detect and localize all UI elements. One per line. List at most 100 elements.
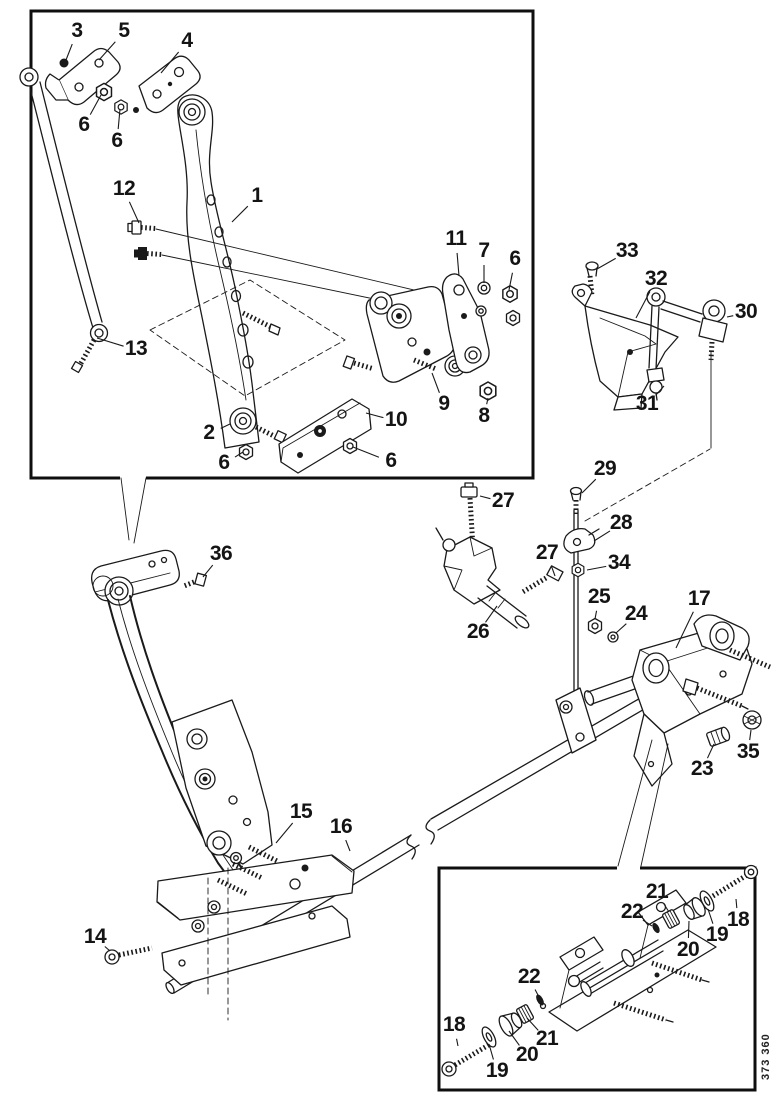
callout-20: 20 xyxy=(676,938,700,961)
callout-20: 20 xyxy=(515,1043,539,1066)
leader-line xyxy=(365,412,384,419)
callout-19: 19 xyxy=(485,1059,509,1082)
callout-10: 10 xyxy=(384,408,408,431)
callout-6: 6 xyxy=(385,449,397,472)
leader-line xyxy=(65,43,73,61)
leader-lines xyxy=(65,41,752,1060)
callout-21: 21 xyxy=(535,1027,559,1050)
leader-line xyxy=(345,839,351,852)
callout-9: 9 xyxy=(438,392,450,415)
leader-line xyxy=(89,94,102,115)
inset-lower-art xyxy=(441,864,759,1077)
leader-line xyxy=(117,108,121,130)
leader-line xyxy=(707,908,714,924)
bracket-11 xyxy=(441,273,490,374)
callout-3: 3 xyxy=(71,19,83,42)
leader-line xyxy=(508,1030,520,1046)
leader-line xyxy=(486,397,489,405)
callout-24: 24 xyxy=(624,602,648,625)
nuts-6-top xyxy=(95,82,128,115)
leader-line xyxy=(655,385,665,396)
callout-6: 6 xyxy=(218,451,230,474)
callout-14: 14 xyxy=(83,925,107,948)
upper-link-arm-1 xyxy=(177,94,281,449)
leader-line xyxy=(96,337,124,347)
clamp-26-assembly xyxy=(435,482,564,629)
callout-18: 18 xyxy=(726,908,750,931)
callout-27: 27 xyxy=(535,541,559,564)
frame-outline-dashed xyxy=(149,279,346,397)
bolt-18-right xyxy=(711,864,759,899)
leader-line xyxy=(593,530,611,542)
leader-line xyxy=(642,919,653,927)
callout-5: 5 xyxy=(118,19,130,42)
callout-33: 33 xyxy=(615,239,639,262)
leader-line xyxy=(352,446,380,458)
callout-27: 27 xyxy=(491,489,515,512)
callout-22: 22 xyxy=(517,965,541,988)
bracket-10 xyxy=(238,398,372,474)
washer-bushings-right xyxy=(652,890,715,934)
leader-line xyxy=(128,201,140,224)
washers-nuts-7-6-8 xyxy=(475,281,521,401)
drawing-number: 373 360 xyxy=(760,1033,772,1080)
lift-rod-13 xyxy=(19,67,109,374)
callout-8: 8 xyxy=(478,404,490,427)
leader-line xyxy=(663,903,670,913)
bracket-9 xyxy=(342,286,466,383)
leader-line xyxy=(234,451,244,458)
leader-line xyxy=(726,315,734,318)
leader-line xyxy=(581,478,597,494)
bottom-bracket-assembly xyxy=(104,844,355,1021)
bracket-4 xyxy=(133,55,201,114)
stabilizer-link-30-33 xyxy=(571,261,728,411)
callout-1: 1 xyxy=(251,184,263,207)
lift-arm-assembly xyxy=(90,549,273,906)
leader-line xyxy=(706,743,715,759)
leader-line xyxy=(550,566,556,577)
callout-22: 22 xyxy=(620,900,644,923)
callout-12: 12 xyxy=(112,177,136,200)
leader-line xyxy=(526,1017,539,1031)
leader-line xyxy=(675,611,694,649)
leader-line xyxy=(485,605,498,623)
callout-15: 15 xyxy=(289,800,313,823)
callout-18: 18 xyxy=(442,1013,466,1036)
leader-line xyxy=(534,989,540,998)
callout-2: 2 xyxy=(203,421,215,444)
callout-25: 25 xyxy=(587,585,611,608)
leader-line xyxy=(456,1038,459,1047)
callout-32: 32 xyxy=(644,267,668,290)
callout-36: 36 xyxy=(209,542,233,565)
leader-line xyxy=(749,729,752,741)
callout-23: 23 xyxy=(690,757,714,780)
leader-line xyxy=(98,41,116,61)
leader-line xyxy=(488,1043,494,1060)
callout-6: 6 xyxy=(111,129,123,152)
leader-line xyxy=(596,257,616,270)
callout-19: 19 xyxy=(705,923,729,946)
leader-line xyxy=(586,565,607,571)
callout-16: 16 xyxy=(329,815,353,838)
leader-line xyxy=(615,623,627,634)
callout-30: 30 xyxy=(734,300,758,323)
main-art xyxy=(90,261,771,1021)
leader-line xyxy=(202,564,214,578)
bolt-18-left xyxy=(441,1040,494,1077)
inset-upper-art xyxy=(19,47,521,474)
callout-28: 28 xyxy=(609,511,633,534)
adjuster-rod-29-28-34 xyxy=(563,351,712,698)
leader-line xyxy=(220,423,231,429)
callout-34: 34 xyxy=(607,551,631,574)
leader-line xyxy=(160,51,180,74)
leader-line xyxy=(231,205,249,223)
callout-35: 35 xyxy=(736,740,760,763)
pivot-2 xyxy=(229,407,287,444)
callout-6: 6 xyxy=(78,113,90,136)
stabilizer-housing xyxy=(539,889,717,1032)
leader-line xyxy=(104,946,111,952)
leader-line xyxy=(635,291,651,319)
callout-11: 11 xyxy=(445,227,467,250)
